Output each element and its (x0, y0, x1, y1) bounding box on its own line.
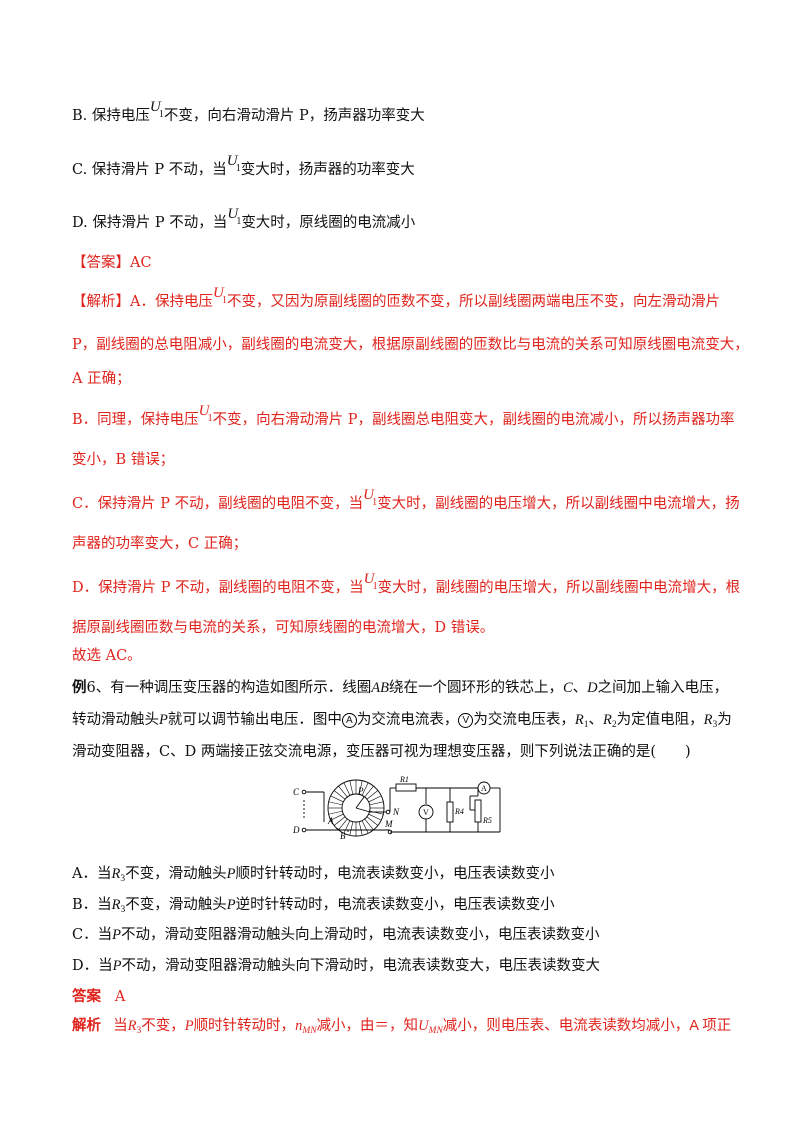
diagram-label-n: N (392, 807, 400, 817)
diagram-label-d: D (292, 825, 300, 835)
coil-winding (330, 813, 344, 821)
diagram-label-r4: R4 (454, 807, 464, 816)
q6-option-c: C．当P不动，滑动变阻器滑动触头向上滑动时，电流表读数变小，电压表读数变小 (72, 927, 600, 943)
q6-analysis: 解析 当R3不变，P顺时针转动时，nMN减小，由＝，知UMN减小，则电压表、电流… (72, 1018, 732, 1036)
coil-winding (366, 816, 379, 826)
q6-option-d: D．当P不动，滑动变阻器滑动触头向下滑动时，电流表读数变大，电压表读数变大 (72, 958, 600, 974)
coil-winding (358, 780, 363, 795)
q5-analysis-line-7: 声器的功率变大，C 正确； (72, 536, 248, 552)
coil-winding (338, 818, 348, 831)
q6-answer: 答案 A (72, 988, 126, 1005)
coil-winding (368, 813, 382, 821)
coil-winding (369, 801, 384, 806)
diagram-label-b: B (340, 831, 346, 840)
diagram-label-a: A (327, 816, 334, 826)
diagram-ammeter-label: A (481, 784, 487, 793)
diagram-label-m: M (384, 819, 393, 829)
coil-winding (330, 795, 344, 803)
q6-option-b: B．当R3不变，滑动触头P逆时针转动时，电流表读数变小，电压表读数变小 (72, 897, 555, 915)
coil-winding (368, 795, 382, 803)
coil-winding (338, 785, 348, 798)
coil-winding (358, 821, 363, 836)
coil-winding (333, 816, 346, 826)
voltmeter-symbol: V (458, 713, 474, 728)
diagram-label-r1: R1 (399, 776, 409, 784)
q5-analysis-line-9: 据原副线圈匝数与电流的关系，可知原线圈的电流增大，D 错误。 (72, 620, 495, 636)
transformer-circuit-diagram: C D A B P N M R1 R4 R5 V A (292, 776, 501, 840)
diagram-label-r5: R5 (482, 816, 492, 825)
coil-winding (361, 820, 369, 834)
coil-winding (343, 820, 351, 834)
coil-winding (364, 818, 374, 831)
coil-winding (328, 810, 343, 815)
q5-analysis-line-2: P，副线圈的总电阻减小，副线圈的电流变大，根据原副线圈的匝数比与电流的关系可知原… (72, 337, 749, 353)
q6-stem-line-1: 例6、有一种调压变压器的构造如图所示．线圈AB绕在一个圆环形的铁芯上，C、D之间… (72, 679, 729, 696)
q5-analysis-line-3: A 正确； (72, 371, 131, 387)
coil-winding (349, 780, 354, 795)
coil-winding (328, 801, 343, 806)
coil-winding (333, 790, 346, 800)
diagram-voltmeter-label: V (423, 808, 429, 817)
coil-winding (364, 785, 374, 798)
coil-winding (343, 782, 351, 796)
coil-winding (361, 782, 369, 796)
q5-answer: 【答案】AC (72, 255, 152, 271)
coil-winding (349, 821, 354, 836)
diagram-label-c: C (293, 787, 300, 797)
q5-analysis-line-5: 变小，B 错误； (72, 452, 175, 468)
coil-winding (369, 810, 384, 815)
q6-option-a: A．当R3不变，滑动触头P顺时针转动时，电流表读数变小，电压表读数变小 (72, 866, 555, 884)
ammeter-symbol: A (341, 713, 357, 728)
q5-conclusion: 故选 AC。 (72, 648, 142, 664)
coil-winding (366, 790, 379, 800)
diagram-label-p: P (357, 786, 364, 796)
q6-stem-line-3: 滑动变阻器，C、D 两端接正弦交流电源，变压器可视为理想变压器，则下列说法正确的… (72, 744, 691, 760)
